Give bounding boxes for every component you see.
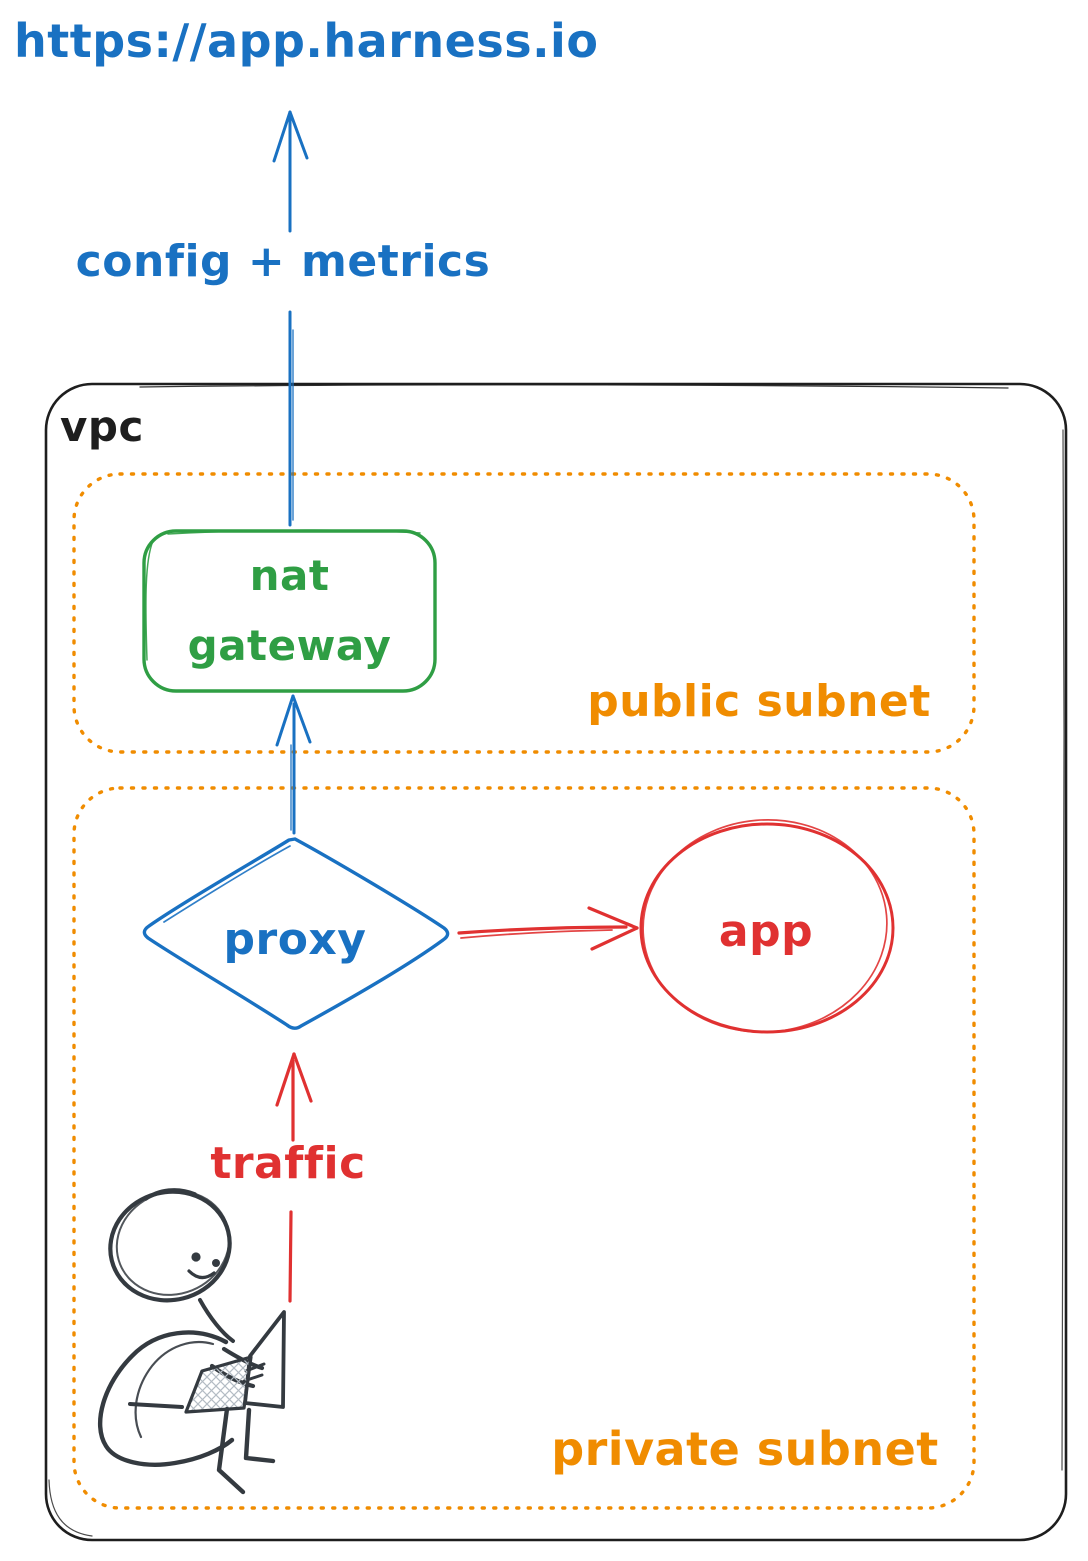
public-subnet-box [72,472,976,754]
nat-gateway-label-line2: gateway [187,621,392,670]
arrow-config-metrics [272,110,309,527]
public-subnet-label: public subnet [587,676,931,727]
arrow-traffic [275,1052,313,1303]
laptop-keyboard [184,1355,253,1414]
arrow-proxy-to-nat [275,694,312,835]
proxy-diamond [142,837,450,1030]
person-with-laptop-figure [97,1188,286,1495]
private-subnet-box [72,786,976,1510]
private-subnet-label: private subnet [551,1422,939,1476]
arrow-proxy-to-app [457,906,639,951]
person-face [187,1252,220,1280]
traffic-label: traffic [210,1138,366,1189]
nat-gateway-label-line1: nat [249,551,330,600]
person-legs [216,1406,276,1495]
laptop [184,1310,286,1414]
nat-gateway-box [142,529,437,693]
config-metrics-label: config + metrics [75,236,491,287]
app-label: app [718,906,814,957]
app-circle [639,819,895,1034]
vpc-box [44,382,1068,1542]
external-url-label: https://app.harness.io [14,14,599,68]
nat-gateway-label: nat gateway [144,531,435,691]
person-head [108,1188,232,1303]
vpc-label: vpc [60,402,144,451]
proxy-label: proxy [223,914,367,965]
